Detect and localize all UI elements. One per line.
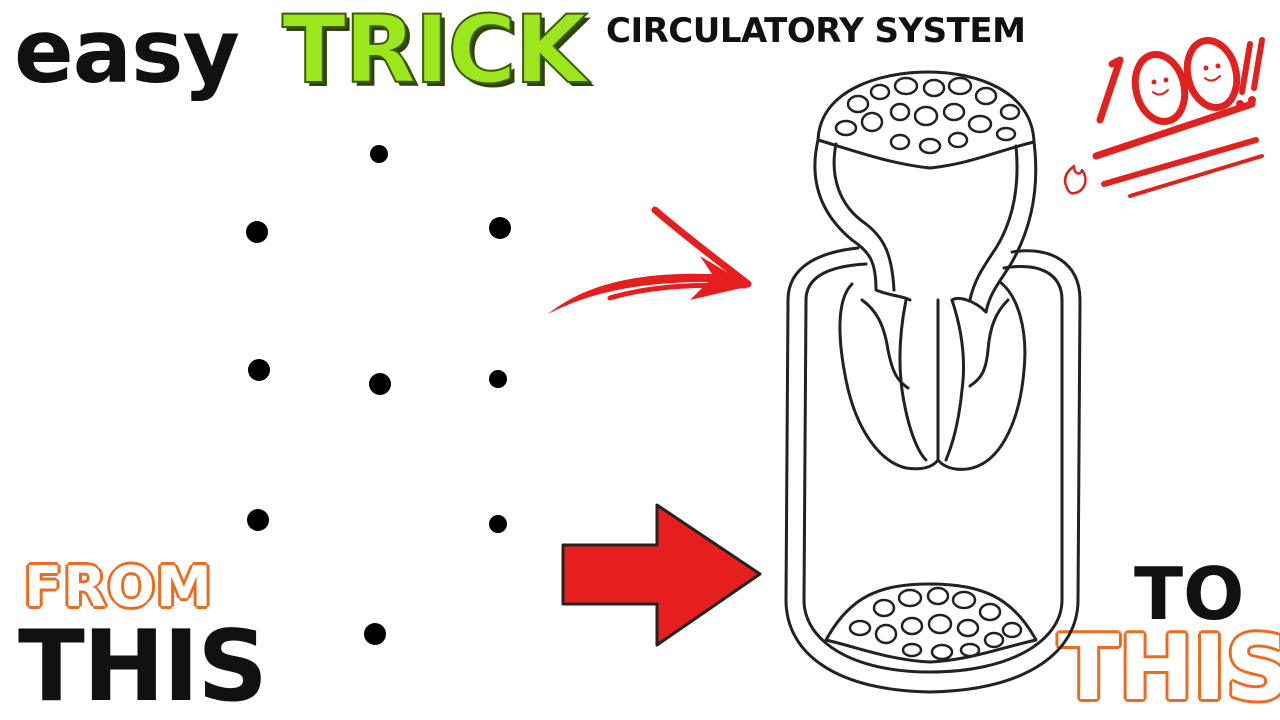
title-easy: easy xyxy=(14,0,240,103)
guide-dots xyxy=(246,145,511,645)
guide-dot xyxy=(370,145,388,163)
guide-dot xyxy=(489,370,507,388)
title-trick: TRICK xyxy=(281,0,588,105)
body-capillaries xyxy=(824,582,1038,664)
this-left-label: THIS xyxy=(18,610,268,720)
body-cells xyxy=(848,586,1023,661)
guide-dot xyxy=(247,509,269,531)
block-arrow-icon xyxy=(561,503,762,647)
from-label: FROM xyxy=(23,555,214,620)
lung-cells xyxy=(834,76,1021,155)
guide-dot xyxy=(489,217,511,239)
guide-dot xyxy=(248,359,270,381)
guide-dot xyxy=(369,373,391,395)
guide-dot xyxy=(489,515,507,533)
hundred-points-icon xyxy=(1092,37,1265,198)
heart xyxy=(838,280,1027,471)
to-label: TO xyxy=(1134,552,1245,636)
lung-capillaries xyxy=(816,70,1036,170)
guide-dot xyxy=(246,221,268,243)
systemic-loop xyxy=(784,246,1082,694)
guide-dot xyxy=(364,623,386,645)
title-subtitle: CIRCULATORY SYSTEM xyxy=(606,11,1026,51)
circulatory-diagram xyxy=(784,70,1082,694)
fire-icon xyxy=(1063,164,1087,195)
this-right-label: THIS xyxy=(1058,616,1280,720)
curved-arrow-icon xyxy=(548,206,752,314)
